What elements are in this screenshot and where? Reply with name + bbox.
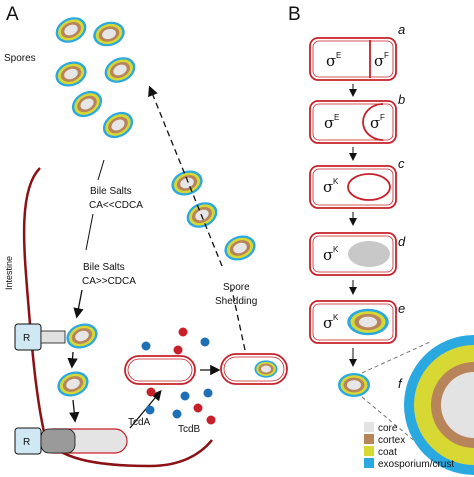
sigma-symbol: σ bbox=[323, 246, 333, 264]
sigma-sup-f: F bbox=[380, 113, 385, 122]
bile-salts-bottom-line2: CA>>CDCA bbox=[82, 276, 136, 287]
legend-label-exosporium: exosporium/crust bbox=[378, 459, 454, 470]
cell-step-a-inner bbox=[312, 40, 394, 78]
spore-icon bbox=[98, 106, 138, 144]
spore-shedding-line1: Spore bbox=[223, 282, 250, 293]
spore-icon bbox=[220, 231, 260, 265]
sigma-sup-f: F bbox=[384, 51, 389, 60]
step-label-c: c bbox=[398, 156, 405, 171]
intestine-wall bbox=[22, 167, 213, 468]
spore-shedding-arrow bbox=[150, 88, 246, 351]
forespore-cortex bbox=[348, 241, 390, 267]
vegetative-cell bbox=[124, 355, 196, 385]
toxin-dot bbox=[200, 337, 210, 347]
sigma-sup-k: K bbox=[333, 245, 339, 254]
spore-icon bbox=[90, 18, 128, 50]
spore-icon bbox=[167, 166, 207, 200]
spore-section-magnified bbox=[404, 335, 474, 475]
sigma-symbol: σ bbox=[324, 114, 334, 132]
toxin-dot bbox=[145, 405, 155, 415]
spore-icon bbox=[67, 85, 107, 123]
outgrowth-base bbox=[40, 428, 76, 454]
bile-salts-top-line1: Bile Salts bbox=[90, 186, 132, 197]
spore-icon bbox=[100, 52, 140, 88]
germination-line-top bbox=[97, 159, 105, 181]
legend: core cortex coat exosporium/crust bbox=[364, 422, 454, 470]
legend-label-cortex: cortex bbox=[378, 435, 405, 446]
forespore-icon bbox=[254, 360, 278, 378]
zoom-line-top bbox=[361, 341, 431, 374]
receptor-label: R bbox=[23, 437, 30, 448]
toxin-dot bbox=[178, 327, 188, 337]
sigma-sup-e: E bbox=[336, 51, 341, 60]
germination-line-bottom bbox=[85, 213, 94, 251]
cell-step-d-inner bbox=[312, 235, 394, 273]
toxin-dot bbox=[203, 388, 213, 398]
arrow-to-vegetative bbox=[129, 390, 162, 429]
germination-arrow bbox=[73, 289, 84, 319]
cell-step-a bbox=[309, 37, 397, 81]
legend-swatch-core bbox=[364, 422, 374, 432]
legend-label-core: core bbox=[378, 423, 398, 434]
step-label-d: d bbox=[398, 234, 406, 249]
forespore-mature-icon bbox=[347, 308, 389, 336]
toxin-dot bbox=[146, 387, 156, 397]
sporulating-cell-inner bbox=[223, 356, 285, 382]
spore-shedding-line2: Shedding bbox=[215, 296, 257, 307]
receptor-label: R bbox=[23, 333, 30, 344]
cell-step-b-inner bbox=[312, 103, 394, 141]
bile-salts-bottom-line1: Bile Salts bbox=[83, 262, 125, 273]
step-label-a: a bbox=[398, 22, 405, 37]
tcdb-label: TcdB bbox=[178, 424, 201, 435]
step-label-e: e bbox=[398, 301, 405, 316]
engulfing-membrane bbox=[362, 103, 384, 141]
intestine-label: Intestine bbox=[4, 256, 14, 290]
toxin-dot bbox=[206, 415, 216, 425]
legend-swatch-cortex bbox=[364, 434, 374, 444]
spores-label: Spores bbox=[4, 53, 36, 64]
mature-spore-icon bbox=[338, 373, 370, 397]
bile-salts-top-line2: CA<<CDCA bbox=[89, 200, 143, 211]
layer-core bbox=[441, 372, 474, 438]
toxin-dot bbox=[172, 409, 182, 419]
sigma-symbol: σ bbox=[323, 314, 333, 332]
sigma-symbol: σ bbox=[370, 114, 380, 132]
sigma-sup-k: K bbox=[333, 313, 339, 322]
legend-swatch-exosporium bbox=[364, 458, 374, 468]
toxin-dot bbox=[180, 391, 190, 401]
arrow-down-2 bbox=[69, 399, 80, 423]
spore-icon bbox=[62, 319, 102, 353]
legend-swatch-coat bbox=[364, 446, 374, 456]
tcda-label: TcdA bbox=[128, 417, 151, 428]
toxin-dot bbox=[173, 345, 183, 355]
cell-step-c-inner bbox=[312, 168, 394, 206]
toxin-dot bbox=[193, 403, 203, 413]
spore-icon bbox=[51, 57, 91, 91]
sigma-sup-k: K bbox=[333, 177, 339, 186]
legend-label-coat: coat bbox=[378, 447, 397, 458]
spore-icon bbox=[51, 12, 91, 48]
step-label-b: b bbox=[398, 92, 405, 107]
cell-step-e-inner bbox=[312, 303, 394, 341]
spore-attachment bbox=[40, 330, 66, 344]
vegetative-cell-inner bbox=[127, 358, 193, 382]
arrow-down-1 bbox=[67, 351, 78, 369]
spore-icon bbox=[53, 367, 93, 401]
sigma-symbol: σ bbox=[323, 178, 333, 196]
sigma-symbol: σ bbox=[374, 52, 384, 70]
panel-letter-a: A bbox=[6, 4, 19, 25]
toxin-dot bbox=[141, 341, 151, 351]
sigma-sup-e: E bbox=[334, 113, 339, 122]
cell-step-b bbox=[309, 100, 397, 144]
forespore-engulfed bbox=[347, 173, 391, 201]
step-label-f: f bbox=[398, 376, 403, 391]
sigma-symbol: σ bbox=[326, 52, 336, 70]
panel-letter-b: B bbox=[288, 4, 301, 25]
